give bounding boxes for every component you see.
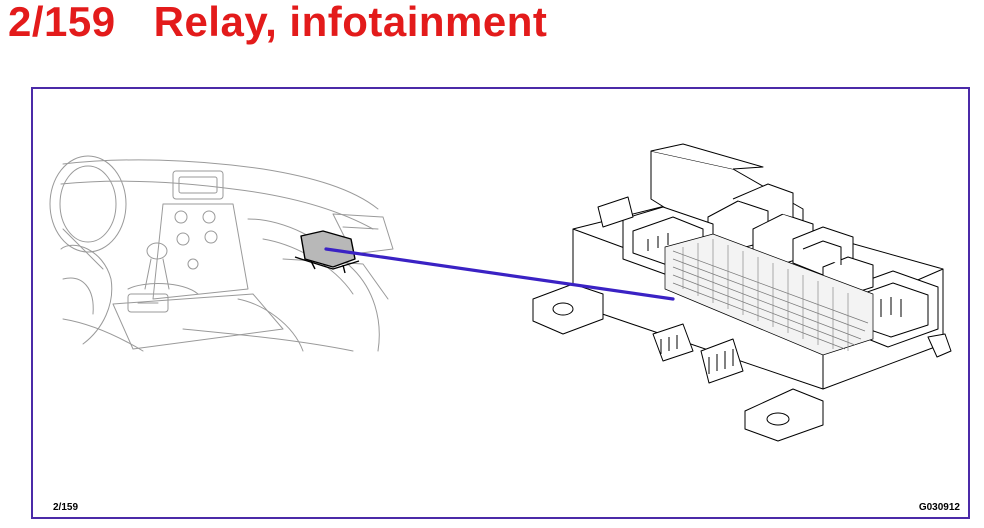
figure-page-ref: 2/159: [53, 502, 79, 513]
diagram-frame: 2/159 G030912: [31, 87, 970, 519]
title-number: 2/159: [8, 0, 116, 45]
title-text: Relay, infotainment: [153, 0, 548, 45]
pointer-line: [324, 247, 675, 301]
figure-image-code: G030912: [918, 502, 960, 513]
fuse-panel: [664, 233, 874, 356]
diagram-illustration: [49, 143, 952, 442]
page-title: 2/159 Relay, infotainment: [8, 0, 547, 46]
